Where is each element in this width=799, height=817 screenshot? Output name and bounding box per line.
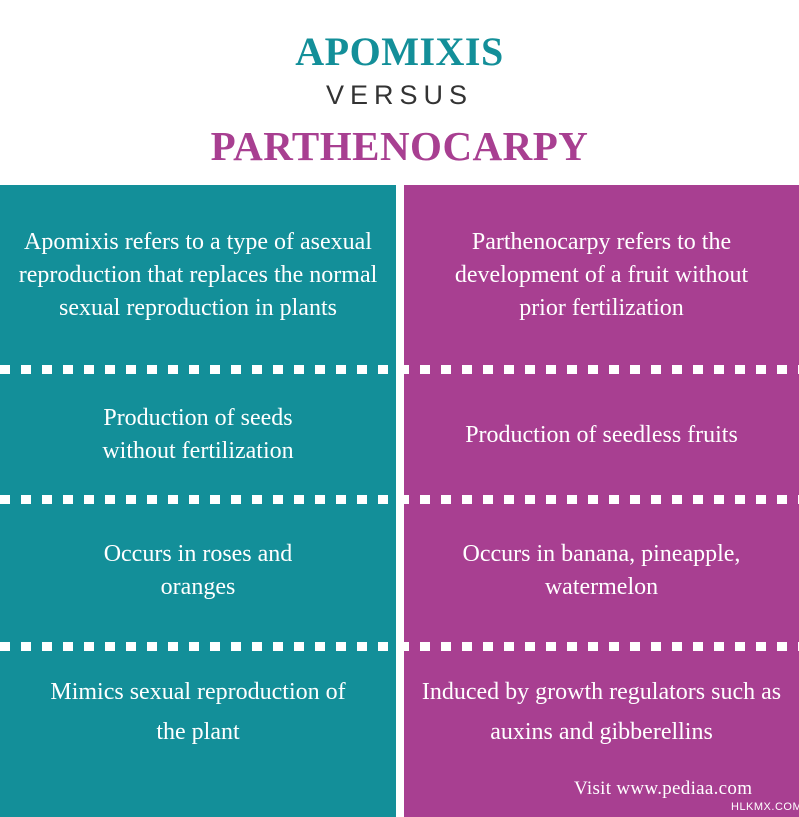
apomixis-definition-cell: Apomixis refers to a type of asexual rep…	[0, 185, 396, 365]
apomixis-mechanism-cell: Mimics sexual reproduction of the plant	[0, 647, 396, 777]
parthenocarpy-title: PARTHENOCARPY	[210, 123, 589, 169]
apomixis-title: APOMIXIS	[295, 29, 504, 74]
parthenocarpy-occurrence-cell: Occurs in banana, pineapple, watermelon	[404, 505, 799, 637]
apomixis-production-cell: Production of seeds without fertilizatio…	[0, 375, 396, 495]
parthenocarpy-production-cell: Production of seedless fruits	[404, 375, 799, 495]
parthenocarpy-production: Production of seedless fruits	[465, 421, 738, 448]
parthenocarpy-occurrence: Occurs in banana, pineapple, watermelon	[462, 541, 741, 600]
parthenocarpy-definition: Parthenocarpy refers to the development …	[454, 228, 749, 321]
apomixis-occurrence: Occurs in roses and oranges	[103, 541, 293, 600]
comparison-header: APOMIXIS VERSUS PARTHENOCARPY	[0, 0, 799, 185]
dotted-divider	[0, 495, 799, 504]
dotted-divider	[0, 365, 799, 374]
apomixis-definition: Apomixis refers to a type of asexual rep…	[18, 228, 378, 321]
parthenocarpy-mechanism: Induced by growth regulators such as aux…	[421, 679, 782, 745]
apomixis-production: Production of seeds without fertilizatio…	[102, 405, 294, 464]
parthenocarpy-mechanism-cell: Induced by growth regulators such as aux…	[404, 647, 799, 777]
parthenocarpy-definition-cell: Parthenocarpy refers to the development …	[404, 185, 799, 365]
dotted-divider	[0, 642, 799, 651]
apomixis-mechanism: Mimics sexual reproduction of the plant	[50, 679, 346, 745]
versus-label: VERSUS	[325, 80, 474, 110]
watermark: HLKMX.COM	[731, 801, 799, 813]
source-credit: Visit www.pediaa.com	[574, 778, 753, 799]
apomixis-occurrence-cell: Occurs in roses and oranges	[0, 505, 396, 637]
